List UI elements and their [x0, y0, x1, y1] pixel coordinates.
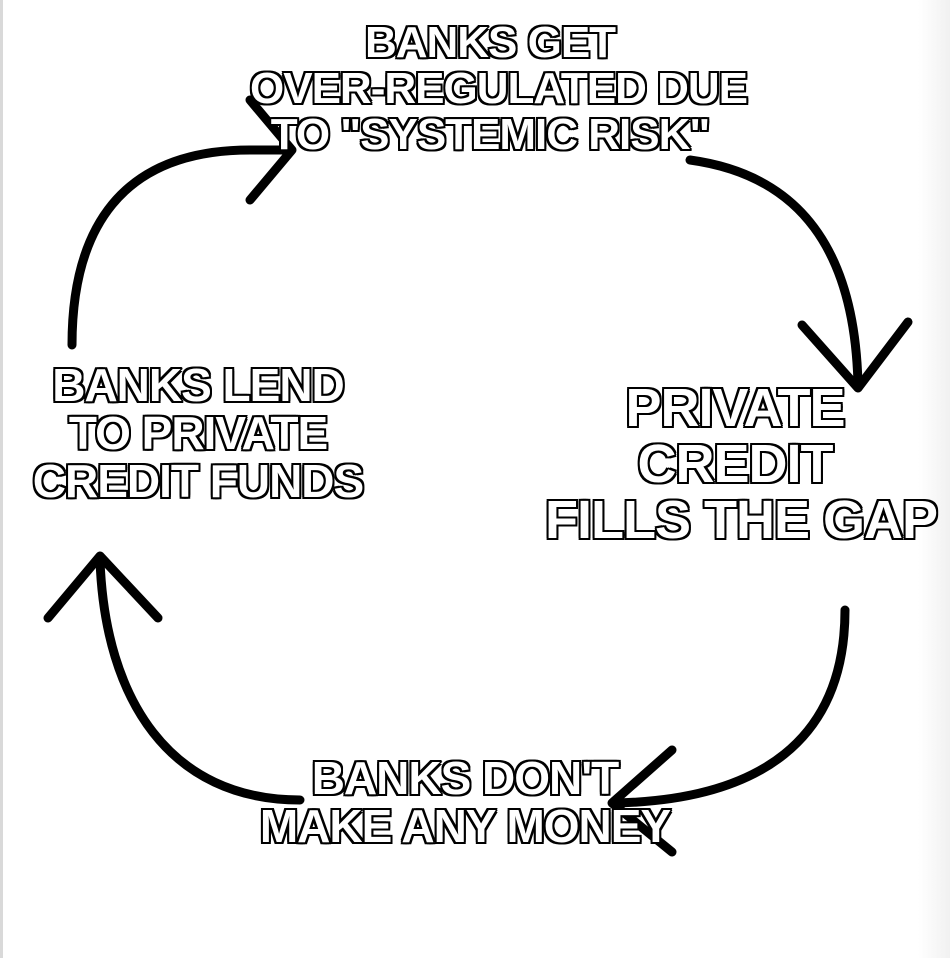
arrowhead-left-to-top [245, 95, 297, 205]
node-right-line-2: CREDIT [637, 434, 835, 495]
node-top: BANKS GET OVER-REGULATED DUE TO "SYSTEMI… [249, 18, 749, 159]
node-top-line-2: OVER-REGULATED DUE [249, 63, 749, 113]
node-left-line-2: TO PRIVATE [68, 406, 329, 459]
node-bottom-line-2: MAKE ANY MONEY [259, 799, 672, 852]
arrow-right-to-bottom [610, 605, 850, 808]
arrow-left-to-top [67, 145, 295, 350]
arrow-bottom-to-left [95, 555, 305, 805]
node-bottom: BANKS DON'T MAKE ANY MONEY [255, 752, 675, 852]
node-left: BANKS LEND TO PRIVATE CREDIT FUNDS [18, 359, 378, 507]
arrowhead-right-to-bottom [607, 745, 677, 857]
right-border [918, 0, 950, 958]
arrowhead-bottom-to-left [43, 551, 163, 623]
node-left-line-3: CREDIT FUNDS [32, 454, 365, 507]
arrow-top-to-right [685, 155, 863, 390]
node-left-line-1: BANKS LEND [51, 359, 346, 411]
node-right: PRIVATE CREDIT FILLS THE GAP [544, 378, 939, 551]
node-bottom-line-1: BANKS DON'T [311, 752, 621, 804]
node-right-line-1: PRIVATE [624, 378, 846, 438]
node-right-line-3: FILLS THE GAP [544, 490, 939, 551]
node-top-line-3: TO "SYSTEMIC RISK" [270, 109, 712, 159]
left-border [0, 0, 3, 958]
arrowhead-top-to-right [797, 317, 913, 393]
node-top-line-1: BANKS GET [364, 18, 617, 67]
